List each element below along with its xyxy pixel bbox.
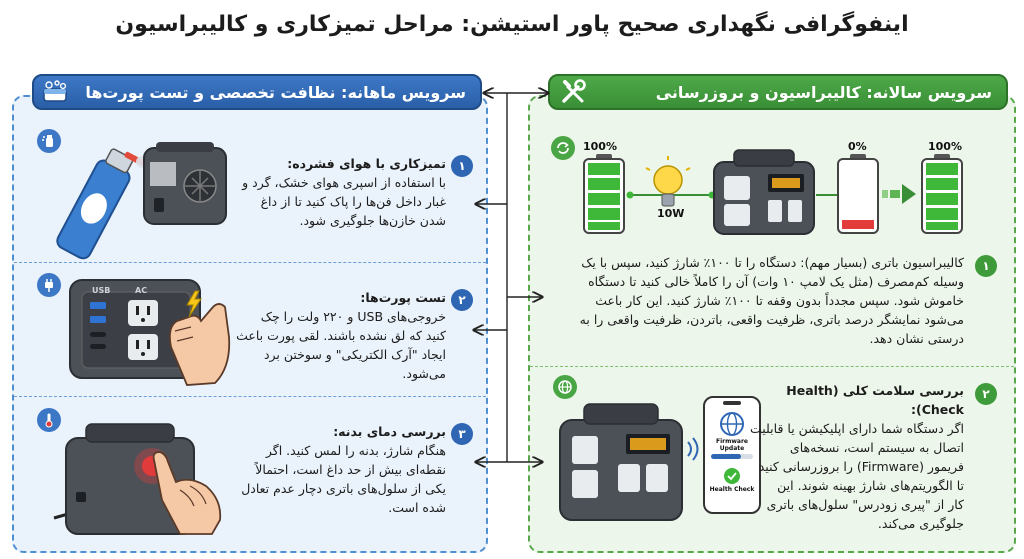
right-step-1-line-1: کالیبراسیون باتری (بسیار مهم): دستگاه را… [581,255,964,270]
left-step-2-line-4: می‌شود. [402,366,446,381]
health-check-label: Health Check [709,486,755,493]
left-step-1-line-3: شدن خازن‌ها جلوگیری شود. [299,213,446,228]
left-step-1-heading: تمیزکاری با هوای فشرده: [287,156,446,171]
charge-arrow-icon [882,184,916,204]
power-station-ports-icon [69,279,201,379]
right-step-1-text: کالیبراسیون باتری (بسیار مهم): دستگاه را… [564,253,964,348]
smartphone-app-icon [703,396,761,514]
thermometer-tag-icon [37,408,61,432]
wireless-signal-icon [687,437,699,461]
power-station-display-icon [713,149,815,235]
right-step-2-line-3: فریمور (Firmware) را بروزرسانی کنید [758,459,964,474]
right-step-2-heading: بررسی سلامت کلی (Health Check): [786,383,964,417]
cleaning-sponge-icon [40,77,70,107]
page-title: اینفوگرافی نگهداری صحیح پاور استیشن: مرا… [115,12,909,37]
left-step-2-number: ۲ [451,289,473,311]
battery-empty-icon [837,154,879,234]
ac-port-label: AC [135,286,148,295]
right-step-2-line-1: اگر دستگاه شما دارای اپلیکیشن یا قابلیت [749,421,964,436]
right-step-1-line-5: درستی نشان دهد. [869,331,964,346]
annual-service-header: سرویس سالانه: کالیبراسیون و بروزرسانی [548,74,1008,110]
left-step-3-heading: بررسی دمای بدنه: [333,424,446,439]
left-step-3-line-3: یکی از سلول‌های باتری دچار عدم تعادل [241,481,446,496]
right-step-2-line-2: اتصال به سیستم است، نسخه‌های [789,440,964,455]
battery-full-icon [583,154,625,234]
right-step-2-number: ۲ [975,383,997,405]
battery-empty-label: 0% [848,140,867,153]
battery-recharged-label: 100% [928,140,962,153]
spray-tag-icon [37,129,61,153]
left-step-2-line-3: ایجاد "آرک الکتریکی" و سوختن برد [263,347,446,362]
left-step-1-line-1: با استفاده از اسپری هوای خشک، گرد و [242,175,446,190]
refresh-cycle-icon [551,136,575,160]
monthly-service-header: سرویس ماهانه: نظافت تخصصی و تست پورت‌ها [32,74,482,110]
right-step-2-line-4: تا الگوریتم‌های شارژ بهینه شوند. این [777,478,964,493]
power-station-fan-icon [143,142,227,225]
left-step-2-text: تست پورت‌ها: خروجی‌های USB و ۲۲۰ ولت را … [236,288,446,383]
left-divider-2 [14,396,486,397]
left-step-3-line-2: نقطه‌ای بیش از حد داغ است، احتمالاً [255,462,446,477]
left-step-1-number: ۱ [451,155,473,177]
left-step-3-line-4: شده است. [388,500,446,515]
usb-port-label: USB [92,286,111,295]
power-station-device-icon [559,403,683,521]
left-step-2-line-1: خروجی‌های USB و ۲۲۰ ولت را چک [260,309,446,324]
left-step-3-line-1: هنگام شارژ، بدنه را لمس کنید. اگر [265,443,446,458]
left-step-2-line-2: کنید که لق نشده باشند. لقی پورت باعث [236,328,446,343]
hand-touching-body-icon [152,451,222,535]
globe-tag-icon [553,375,577,399]
right-step-1-line-2: وسیله کم‌مصرف (مثل یک لامپ ۱۰ وات) آن را… [588,274,964,289]
station-to-battery-link [816,194,838,196]
right-step-1-number: ۱ [975,255,997,277]
battery-recharged-icon [921,154,963,234]
firmware-update-label: Firmware Update [716,438,748,452]
left-step-3-number: ۳ [451,423,473,445]
left-step-2-heading: تست پورت‌ها: [360,290,446,305]
right-divider-1 [530,366,1014,367]
right-step-2-line-6: جلوگیری می‌کند. [877,516,964,531]
left-step-1-line-2: غبار داخل فن‌ها را پاک کنید تا از داغ [260,194,446,209]
left-divider-1 [14,262,486,263]
light-bulb-icon [645,156,691,207]
left-step-1-text: تمیزکاری با هوای فشرده: با استفاده از اس… [236,154,446,230]
plug-tag-icon [37,273,61,297]
right-step-1-line-3: خاموش شود. سپس مجدداً بدون وقفه تا ۱۰۰٪ … [595,293,964,308]
spark-warning-icon [186,290,202,318]
right-step-2-line-5: کار از "پیری زودرس" سلول‌های باتری [766,497,964,512]
monthly-service-title: سرویس ماهانه: نظافت تخصصی و تست پورت‌ها [85,82,466,102]
wrench-screwdriver-icon [558,77,588,107]
right-step-1-line-4: می‌شود نمایشگر درصد باتری، ظرفیت واقعی، … [579,312,964,327]
battery-full-label: 100% [583,140,617,153]
bulb-wattage-label: 10W [657,207,685,220]
annual-service-title: سرویس سالانه: کالیبراسیون و بروزرسانی [655,82,992,102]
hand-touching-port-icon [168,303,231,386]
right-step-2-text: بررسی سلامت کلی (Health Check): اگر دستگ… [738,381,964,533]
left-step-3-text: بررسی دمای بدنه: هنگام شارژ، بدنه را لمس… [232,422,446,517]
